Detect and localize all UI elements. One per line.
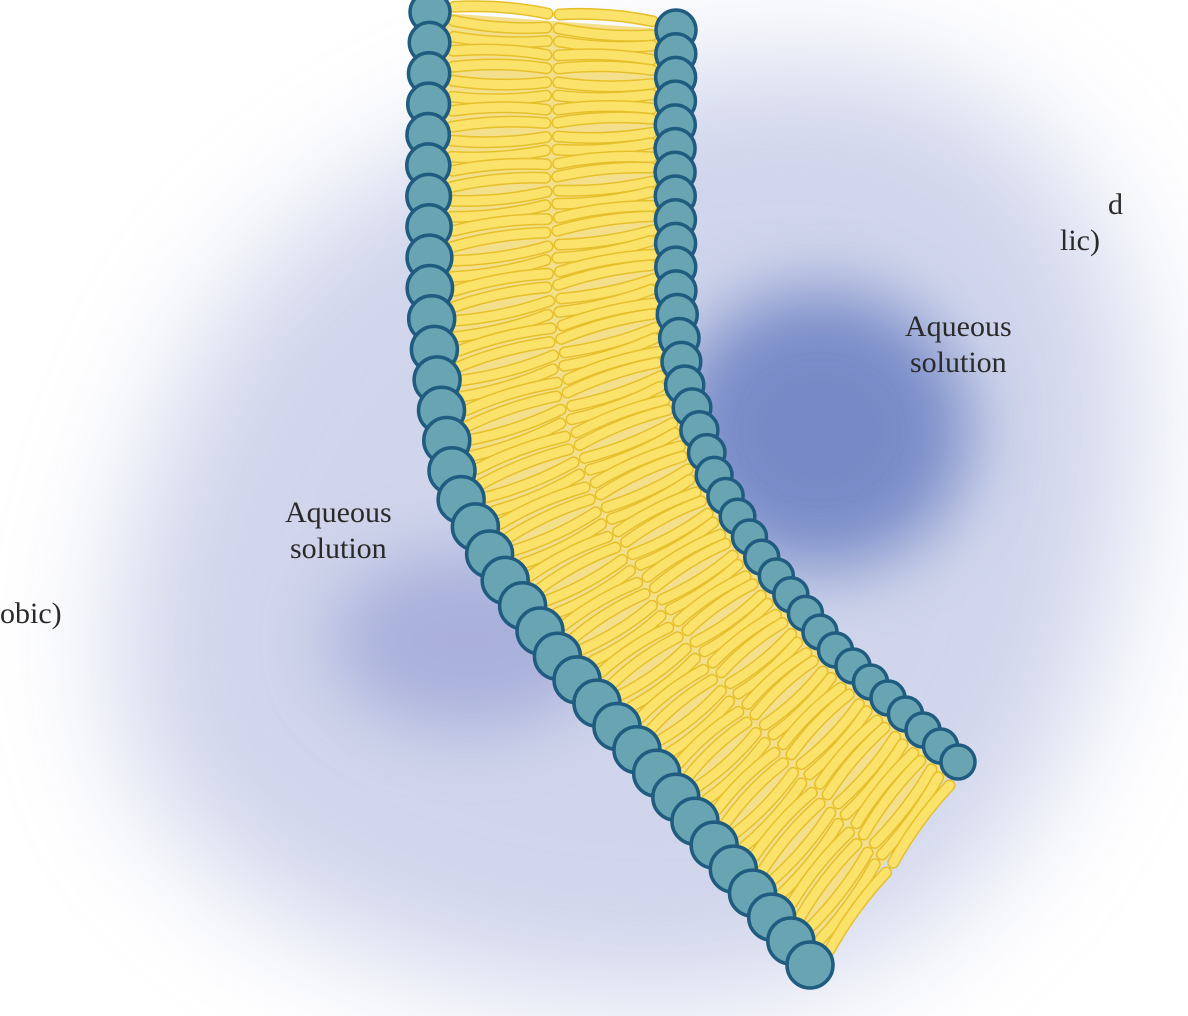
lipid-tail-fill: [558, 66, 651, 70]
lipid-tail-fill: [453, 96, 546, 100]
aqueous-right-line-1: Aqueous: [905, 309, 1012, 345]
aqueous-solution-label-right: Aqueous solution: [905, 309, 1012, 381]
lipid-tail-fill: [453, 49, 546, 54]
lipid-tail-fill: [559, 41, 652, 46]
lipid-tail-fill: [453, 64, 546, 68]
lipid-tail-fill: [558, 82, 651, 86]
aqueous-solution-label-left: Aqueous solution: [285, 495, 392, 567]
lipid-tail-fill: [453, 107, 546, 111]
lipid-tail-fill: [558, 133, 652, 138]
left-label-fragment-line-2: lic): [1060, 223, 1123, 259]
aqueous-left-line-2: solution: [285, 531, 392, 567]
left-label-fragment-line-1: d: [1108, 187, 1123, 223]
left-label-fragment-line-3: obic): [0, 596, 62, 632]
lipid-tail-fill: [452, 137, 546, 142]
aqueous-right-line-2: solution: [905, 345, 1012, 381]
aqueous-left-line-1: Aqueous: [285, 495, 392, 531]
left-label-fragment-top: d lic): [1108, 187, 1123, 259]
lipid-tail-fill: [558, 106, 651, 110]
lipid-tail-fill: [452, 122, 546, 127]
lipid-head: [941, 745, 975, 779]
lipid-tail-fill: [453, 81, 546, 85]
lipid-tail-fill: [454, 37, 547, 42]
lipid-tail-fill: [558, 54, 651, 59]
lipid-head: [787, 942, 833, 988]
lipid-tail-fill: [557, 117, 651, 122]
lipid-tail-fill: [558, 94, 651, 98]
left-label-fragment-bottom: obic): [0, 596, 62, 632]
